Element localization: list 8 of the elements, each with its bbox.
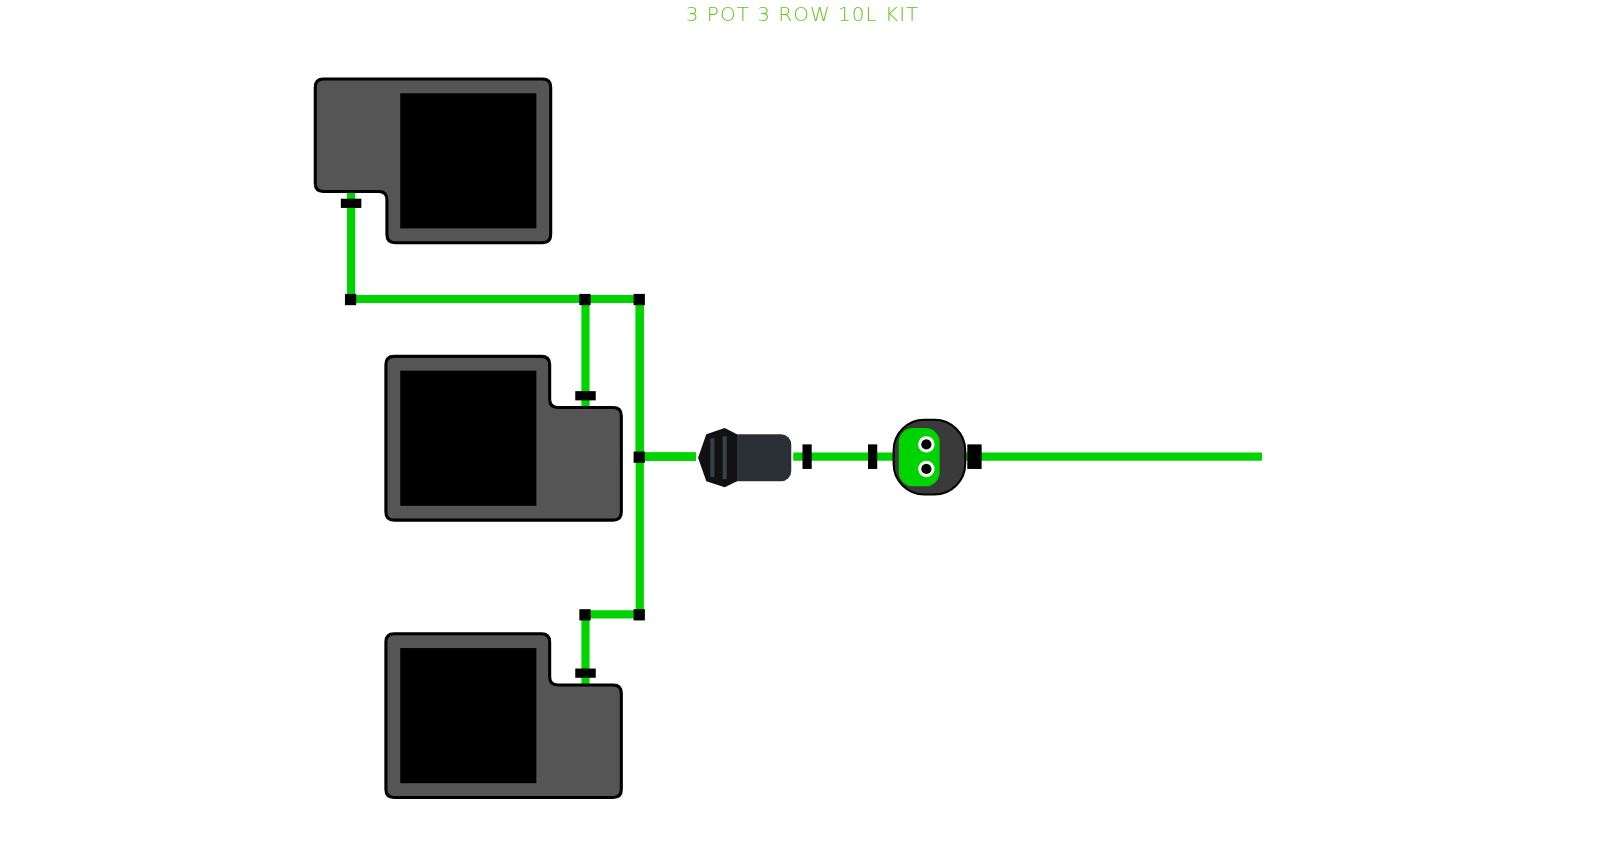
valve-drawing	[892, 418, 967, 496]
pot-drawing	[384, 632, 623, 800]
pot-drawing	[313, 77, 553, 245]
filter-drawing	[698, 428, 792, 488]
pipe	[793, 452, 894, 461]
pot-drawing	[384, 354, 623, 522]
pipe	[581, 452, 697, 684]
diagram-title: 3 POT 3 ROW 10L KIT	[685, 2, 920, 26]
